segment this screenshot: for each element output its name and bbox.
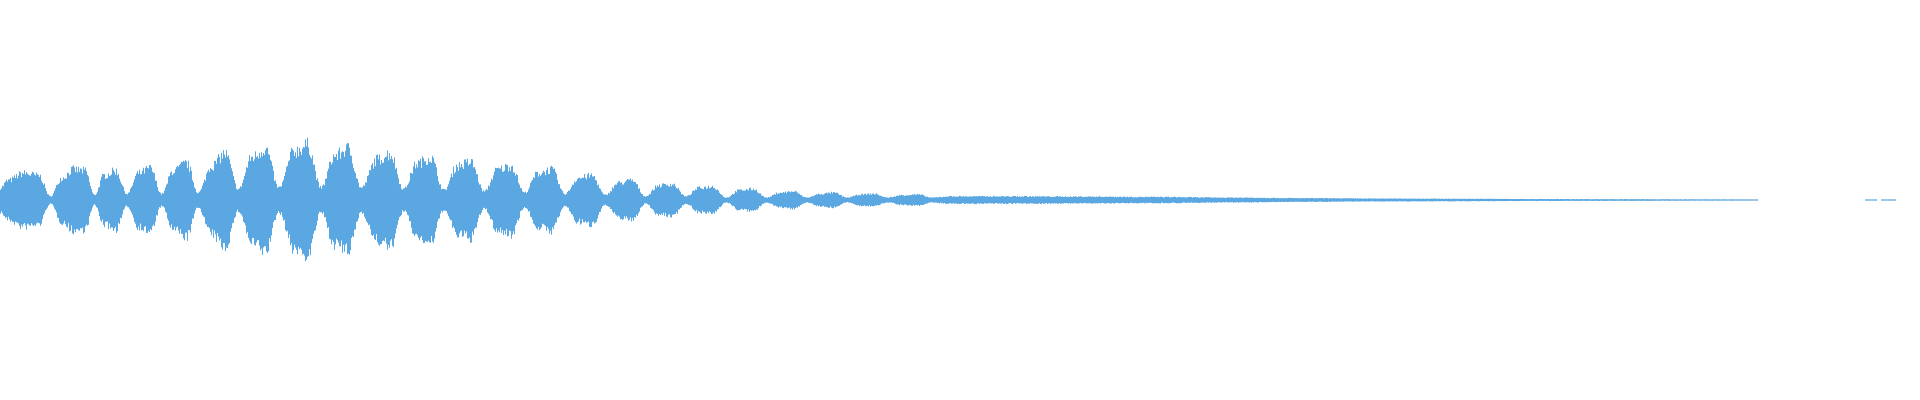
waveform-path: [0, 137, 1896, 262]
waveform-samples: [0, 137, 1896, 262]
